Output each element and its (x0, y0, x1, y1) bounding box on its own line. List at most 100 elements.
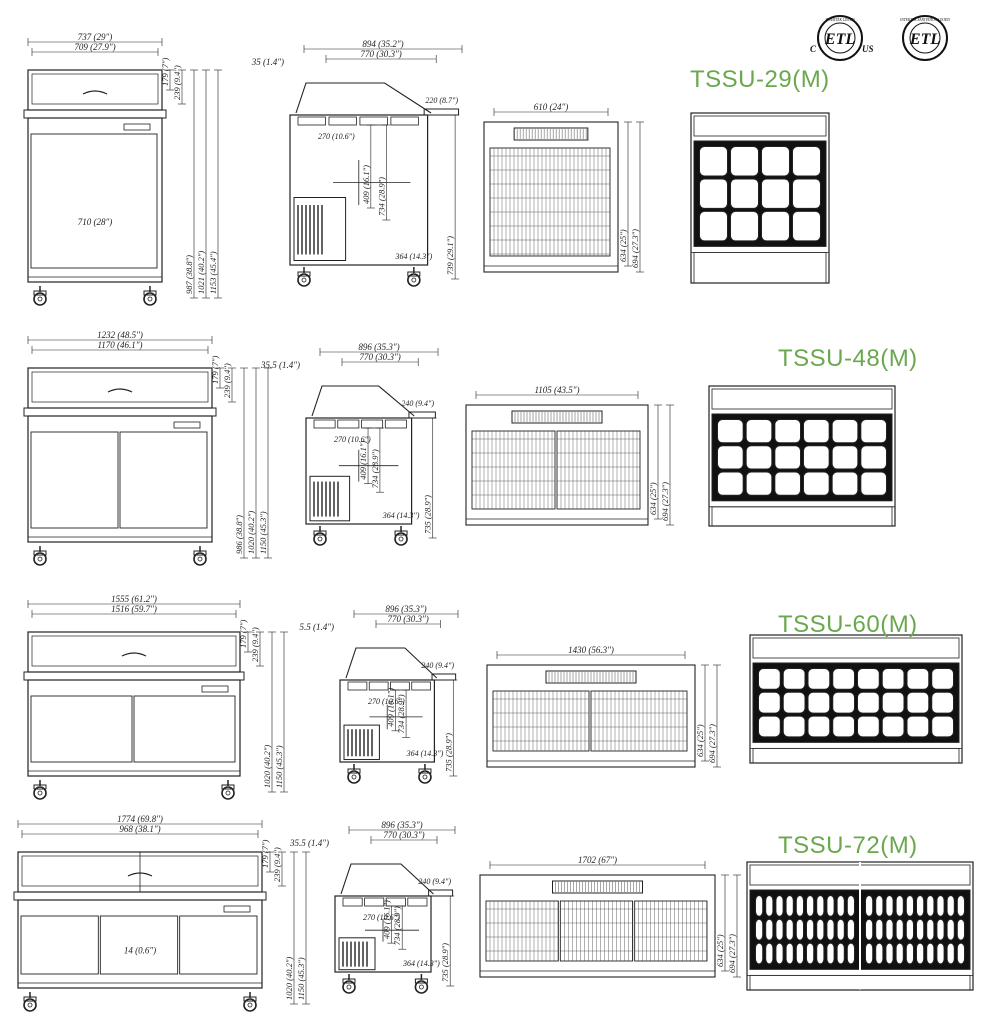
food-pan (758, 691, 781, 714)
food-pan (826, 918, 835, 941)
food-pan (936, 918, 945, 941)
food-pan (832, 715, 855, 738)
food-pan (836, 942, 845, 965)
compressor-unit (338, 937, 376, 971)
side-view-3: 896 (35.3")770 (30.3")5.5 (1.4")240 (9.4… (299, 604, 459, 784)
food-pan (905, 895, 914, 917)
food-pan (881, 715, 905, 738)
food-pan (860, 445, 887, 470)
compressor-unit (309, 475, 351, 522)
food-pan (782, 715, 806, 738)
food-pan (895, 895, 904, 917)
food-pan (836, 895, 845, 917)
food-pan (816, 895, 825, 917)
lid-handle (107, 388, 133, 393)
food-pan (717, 445, 744, 470)
dimension-label: 770 (30.3") (383, 830, 424, 840)
pan-layout-1 (690, 112, 830, 284)
front-view-1: 737 (29")709 (27.9")710 (28")179 (7")239… (23, 32, 222, 306)
dimension-label: 896 (35.3") (385, 604, 426, 614)
dimension-label: 734 (28.9") (396, 694, 406, 733)
dimension-label: 5.5 (1.4") (299, 622, 334, 632)
food-pan (774, 445, 801, 470)
dimension-label: 735 (28.9") (440, 943, 450, 982)
food-pan (946, 895, 955, 917)
logo-ring-text: INTERTEK LISTED (824, 18, 855, 22)
food-pan (857, 691, 880, 714)
dimension-label: 734 (28.9") (370, 449, 380, 488)
food-pan (785, 942, 794, 965)
dimension-label: 770 (30.3") (359, 352, 400, 362)
sloped-lid (340, 863, 434, 895)
dimension-label: 1702 (67") (578, 855, 617, 865)
food-pan (745, 445, 773, 470)
dimension-label: 694 (27.3") (630, 229, 640, 268)
food-pan (699, 178, 728, 209)
dimension-label: 270 (10.6") (363, 913, 400, 922)
food-pan (906, 691, 930, 714)
food-pan (717, 419, 744, 444)
food-pan (881, 691, 905, 714)
food-pan (755, 942, 764, 965)
food-pan (730, 146, 759, 177)
food-pan (826, 895, 835, 917)
compressor-unit (343, 724, 380, 761)
compressor-unit (293, 197, 347, 261)
food-pan (926, 942, 935, 965)
food-pan (885, 942, 894, 965)
dimension-label: 634 (25") (715, 934, 725, 967)
dimension-label: 1150 (45.3") (258, 511, 268, 554)
food-pan (795, 918, 804, 941)
food-pan (755, 895, 764, 917)
dimension-label: 735 (28.9") (443, 733, 453, 772)
dimension-label: 634 (25") (648, 482, 658, 515)
food-pan (831, 445, 859, 470)
dimension-label: 270 (10.6") (368, 697, 405, 706)
dimension-label: 694 (27.3") (727, 934, 737, 973)
dimension-label: 239 (9.4") (172, 65, 182, 100)
food-pan (931, 668, 954, 690)
food-pan (956, 895, 965, 917)
food-pan (699, 146, 728, 177)
food-pan (916, 895, 925, 917)
food-pan (926, 918, 935, 941)
interior-view-2: 1105 (43.5") 634 (25")694 (27.3") (465, 385, 674, 526)
food-pan (946, 942, 955, 965)
food-pan (875, 942, 884, 965)
food-pan (761, 146, 790, 177)
model-title-tssu-72: TSSU-72(M) (778, 832, 918, 859)
cutting-board (423, 108, 460, 116)
dimension-label: 1170 (46.1") (97, 340, 142, 350)
sloped-lid (295, 82, 432, 114)
food-pan (806, 918, 815, 941)
food-pan (803, 445, 830, 470)
dimension-label: 364 (14.3") (394, 252, 432, 261)
dimension-label: 610 (24") (534, 102, 569, 112)
food-pan (807, 691, 831, 714)
dimension-label: 694 (27.3") (660, 482, 670, 521)
food-pan (826, 942, 835, 965)
pan-layout-2 (708, 385, 896, 527)
food-pan (730, 178, 759, 209)
model-title-tssu-29: TSSU-29(M) (690, 66, 830, 93)
food-pan (956, 942, 965, 965)
dimension-label: 179 (7") (160, 57, 170, 86)
dimension-label: 35.5 (1.4") (289, 838, 329, 848)
dimension-label: 179 (7") (260, 839, 270, 868)
food-pan (785, 918, 794, 941)
food-pan (946, 918, 955, 941)
etl-mark: ETL (824, 31, 855, 48)
food-pan (795, 895, 804, 917)
dimension-label: 739 (29.1") (445, 236, 455, 275)
dimension-label: 1105 (43.5") (534, 385, 579, 395)
food-pan (755, 918, 764, 941)
food-pan (782, 691, 806, 714)
food-pan (807, 668, 831, 690)
dimension-label: 364 (14.3") (382, 511, 420, 520)
dimension-label: 1430 (56.3") (568, 645, 614, 655)
sloped-lid (311, 385, 415, 417)
dimension-label: 270 (10.6") (318, 132, 355, 141)
